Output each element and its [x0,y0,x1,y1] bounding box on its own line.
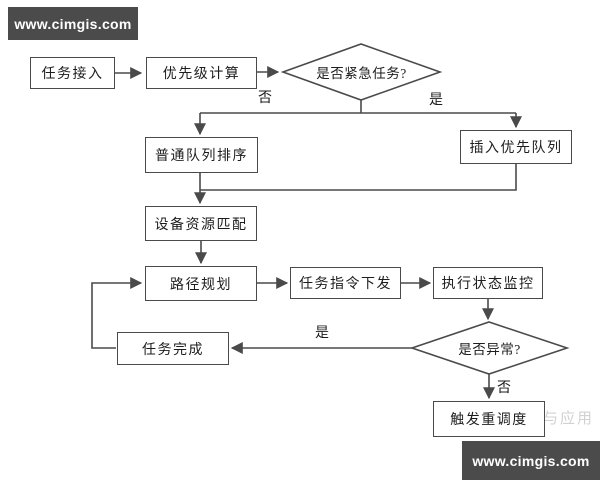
node-resource-match: 设备资源匹配 [145,206,257,241]
node-normal-queue: 普通队列排序 [145,137,258,173]
edge-label-urgent-yes: 是 [429,93,443,108]
decision-anomaly-label: 是否异常? [458,342,521,357]
decision-urgent-shape [280,43,443,101]
node-exec-monitor: 执行状态监控 [433,267,543,299]
edge-label-urgent-no: 否 [258,91,272,106]
node-path-plan: 路径规划 [145,266,257,301]
site-badge-bottom-right: www.cimgis.com [462,441,600,480]
decision-anomaly-shape [409,321,570,375]
decision-urgent-label: 是否紧急任务? [316,66,407,81]
node-priority-queue: 插入优先队列 [460,130,572,164]
site-badge-top-left: www.cimgis.com [8,7,138,40]
node-task-dispatch: 任务指令下发 [290,267,401,299]
edge-label-anomaly-yes: 是 [315,326,329,341]
node-trigger-resched: 触发重调度 [433,401,545,437]
node-task-complete: 任务完成 [117,332,229,365]
edge-label-anomaly-no: 否 [497,381,511,396]
node-task-access: 任务接入 [30,57,115,89]
watermark-text: 与应用 [543,411,595,427]
node-priority-calc: 优先级计算 [146,57,257,89]
